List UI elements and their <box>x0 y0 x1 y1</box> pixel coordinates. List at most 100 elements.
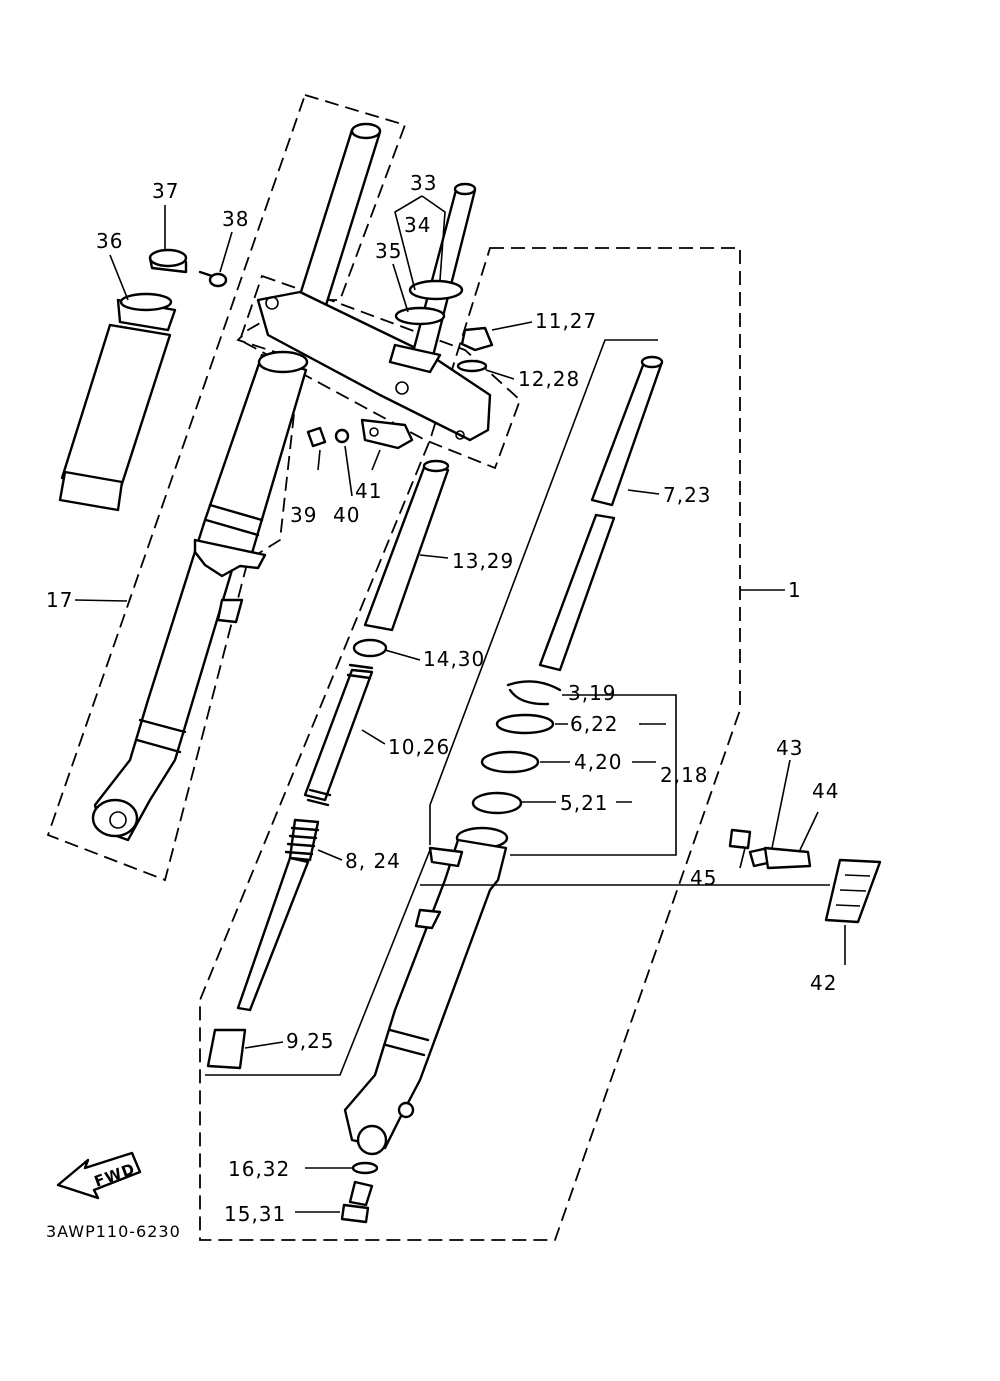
lead-6 <box>555 723 666 725</box>
cap-bolt-head <box>460 326 494 352</box>
lead-40 <box>344 445 353 497</box>
clamp-ring <box>148 248 188 268</box>
bracket-hole-2 <box>395 381 409 395</box>
bolt-15-shank <box>348 1180 374 1207</box>
callout-36: 36 <box>96 229 123 253</box>
callout-1: 1 <box>788 578 802 602</box>
lead-45 <box>739 847 746 869</box>
outline-group-17 <box>46 93 407 882</box>
boot-top <box>119 292 173 312</box>
boot-clamp <box>148 248 188 274</box>
screw-38-head <box>208 272 228 288</box>
cap-bolt <box>460 326 494 352</box>
callout-10-26: 10,26 <box>388 735 450 759</box>
callout-17: 17 <box>46 588 73 612</box>
lead-36 <box>109 254 129 301</box>
callout-44: 44 <box>812 779 839 803</box>
screw-38-shank <box>198 270 214 278</box>
washer-5 <box>471 791 523 815</box>
lead-43 <box>771 759 791 849</box>
fwd-arrow: FWD <box>56 1151 142 1200</box>
bracket-44 <box>763 846 812 870</box>
bolt-15-head <box>340 1203 370 1224</box>
callout-labels: 37 38 36 33 34 35 11,27 12,28 7,23 1 39 … <box>46 171 839 1241</box>
oil-seal-4 <box>480 750 540 774</box>
callout-34: 34 <box>404 213 431 237</box>
tube-7-upper <box>590 358 664 507</box>
washer-16 <box>351 1161 379 1175</box>
lead-11 <box>491 321 533 331</box>
stem-top <box>453 182 477 196</box>
callout-41: 41 <box>355 479 382 503</box>
small-parts-39-41 <box>306 418 414 450</box>
bearing-34 <box>408 279 464 301</box>
callout-2-18: 2,18 <box>660 763 709 787</box>
lead-35 <box>392 263 409 313</box>
fwd-arrow-shape <box>56 1151 142 1200</box>
seal-parts <box>471 680 562 815</box>
right-outer-tube <box>343 826 509 1156</box>
left-seal-rings <box>204 503 264 537</box>
callout-12-28: 12,28 <box>518 367 580 391</box>
tube-7-top <box>640 355 664 369</box>
bolt-15 <box>340 1180 374 1224</box>
right-tab <box>414 908 442 930</box>
callout-33: 33 <box>410 171 437 195</box>
left-brake-mount <box>193 538 267 578</box>
diagram-code: 3AWP110-6230 <box>46 1222 181 1241</box>
damper-parts <box>206 459 450 1070</box>
right-inner-tube <box>538 355 664 672</box>
callout-8-24: 8, 24 <box>345 849 401 873</box>
callout-40: 40 <box>333 503 360 527</box>
tube-7-lower <box>538 513 616 672</box>
lead-33 <box>394 195 446 291</box>
left-fork-assembly <box>91 122 382 842</box>
lead-14 <box>384 649 421 661</box>
callout-5-21: 5,21 <box>560 791 609 815</box>
triple-clamp <box>256 182 492 442</box>
bracket-41-hole <box>369 427 379 437</box>
right-axle-lug <box>356 1124 388 1156</box>
bearing-35 <box>394 306 446 326</box>
lead-9 <box>244 1041 284 1049</box>
under-bracket <box>256 290 492 442</box>
bracket-hole-3 <box>455 430 465 440</box>
reflector-assembly <box>728 828 882 924</box>
left-lower-bands <box>135 718 187 754</box>
seat-14 <box>352 638 388 658</box>
bracket-hole-1 <box>265 296 279 310</box>
callout-43: 43 <box>776 736 803 760</box>
spring-10 <box>303 668 374 802</box>
callout-42: 42 <box>810 971 837 995</box>
spring-coils <box>306 663 374 807</box>
callout-37: 37 <box>152 179 179 203</box>
lead-17 <box>74 599 128 602</box>
bolt-45 <box>728 828 752 850</box>
right-brake-mount <box>428 846 464 868</box>
o-ring-12 <box>456 359 488 373</box>
lead-44 <box>799 811 819 851</box>
dust-seal-6 <box>495 713 555 735</box>
callout-3-19: 3,19 <box>568 681 617 705</box>
callout-7-23: 7,23 <box>663 483 712 507</box>
callout-11-27: 11,27 <box>535 309 597 333</box>
callout-14-30: 14,30 <box>423 647 485 671</box>
fork-boot <box>58 292 177 512</box>
washer-40 <box>334 428 350 444</box>
left-tube-top <box>350 122 382 140</box>
callout-35: 35 <box>375 239 402 263</box>
circlip-3 <box>506 680 562 706</box>
callout-38: 38 <box>222 207 249 231</box>
left-inner-tube <box>292 128 382 320</box>
bracket-41 <box>360 418 414 450</box>
clamp-side <box>148 256 188 274</box>
lead-12 <box>485 369 515 380</box>
lead-7-bracket <box>429 339 658 845</box>
left-tab <box>216 598 244 624</box>
leader-lines <box>74 195 846 1213</box>
boot-body <box>60 323 172 492</box>
lead-39 <box>317 449 321 471</box>
callout-16-32: 16,32 <box>228 1157 290 1181</box>
lead-38 <box>219 231 233 273</box>
